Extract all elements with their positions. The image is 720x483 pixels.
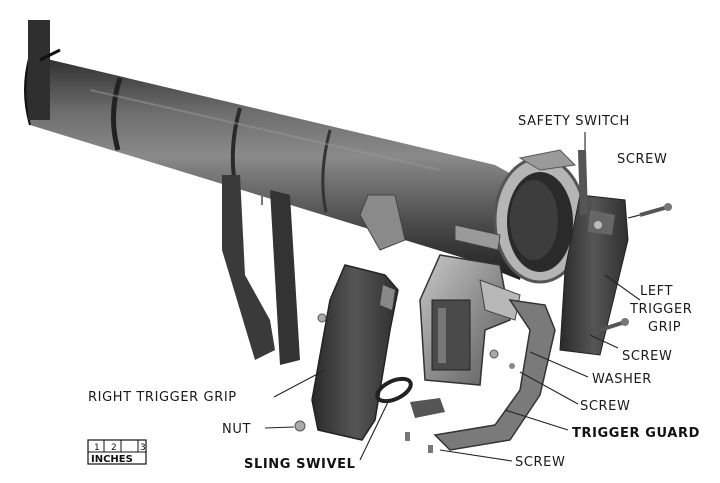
right-trigger-grip-part <box>311 264 399 441</box>
trigger-guard-part <box>410 299 556 451</box>
trigger-mechanism <box>419 254 521 386</box>
label-trigger-guard: TRIGGER GUARD <box>572 426 700 441</box>
scale-tick-1: 1 <box>94 443 100 453</box>
leader-lines <box>264 132 641 462</box>
label-safety-switch: SAFETY SWITCH <box>518 114 630 129</box>
shoulder-support <box>222 175 300 365</box>
sling-swivel-part <box>375 376 413 404</box>
label-right-trigger-grip: RIGHT TRIGGER GRIP <box>88 390 237 405</box>
label-left-trigger-grip-line2: TRIGGER <box>629 302 692 317</box>
safety-switch-part <box>578 150 588 215</box>
label-screw-middle: SCREW <box>580 399 630 414</box>
label-washer: WASHER <box>592 372 652 387</box>
launcher-tube <box>24 20 540 280</box>
scale-unit: INCHES <box>91 454 133 465</box>
label-nut: NUT <box>222 422 251 437</box>
label-left-trigger-grip-line1: LEFT <box>640 284 673 299</box>
label-screw-right: SCREW <box>622 349 672 364</box>
label-screw-top: SCREW <box>617 152 667 167</box>
scale-tick-2: 2 <box>111 443 117 453</box>
label-left-trigger-grip-line3: GRIP <box>648 320 681 335</box>
tube-clamp <box>359 194 501 251</box>
label-sling-swivel: SLING SWIVEL <box>244 457 356 472</box>
label-screw-bottom: SCREW <box>515 455 565 470</box>
left-trigger-grip-part <box>559 194 629 356</box>
scale-tick-3: 3 <box>140 443 146 453</box>
fasteners <box>294 203 672 453</box>
inch-scale: 1 2 3 INCHES <box>87 439 147 465</box>
